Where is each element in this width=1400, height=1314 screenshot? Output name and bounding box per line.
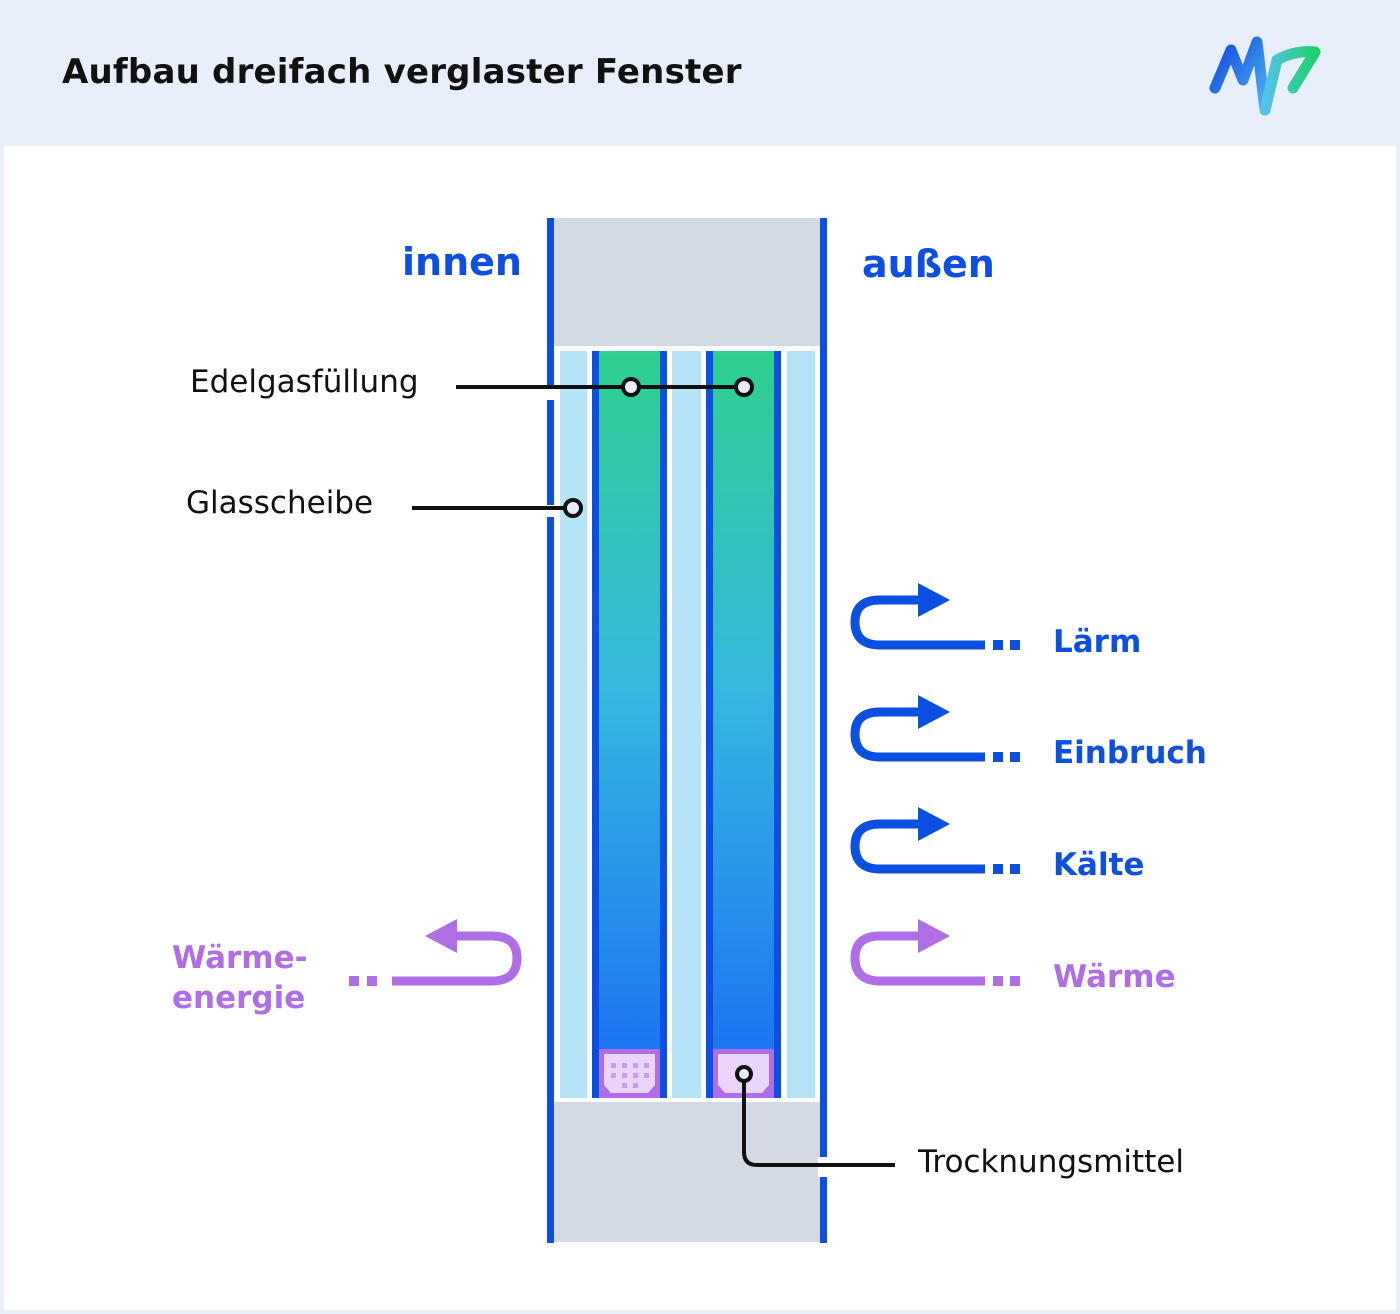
threat-einbruch: Einbruch [1053, 735, 1207, 771]
callout-glass: Glasscheibe [186, 485, 374, 521]
arrow-einbruch-icon [850, 695, 1020, 762]
frame-bottom [554, 1102, 820, 1242]
frame-line-outside [820, 218, 827, 1243]
mvv-logo-icon [1209, 36, 1321, 116]
header: Aufbau dreifach verglaster Fenster [0, 0, 1400, 146]
glass-pane-2 [672, 351, 701, 1098]
page-title: Aufbau dreifach verglaster Fenster [62, 52, 742, 92]
threat-kaelte: Kälte [1053, 847, 1145, 883]
inside-effect-line1: Wärme- [172, 940, 308, 976]
desiccant-1 [599, 1049, 660, 1098]
frame-top [554, 218, 820, 346]
glass-pane-3 [787, 351, 815, 1098]
arrow-waermeenergie-icon [349, 919, 522, 986]
label-inside: innen [402, 240, 522, 284]
frame-line-inside [547, 218, 554, 1243]
callout-gas-line [456, 377, 754, 397]
arrow-laerm-icon [850, 583, 1020, 650]
arrow-waerme-icon [850, 919, 1020, 986]
inside-effect-line2: energie [172, 980, 306, 1016]
threat-waerme: Wärme [1053, 959, 1176, 995]
callout-glass-line [412, 498, 583, 518]
arrow-kaelte-icon [850, 807, 1020, 874]
callout-desiccant: Trocknungsmittel [918, 1144, 1184, 1180]
callout-desiccant-line [735, 1065, 895, 1167]
callout-gas: Edelgasfüllung [190, 364, 419, 400]
threat-laerm: Lärm [1053, 624, 1142, 660]
glass-pane-1 [560, 351, 587, 1098]
label-outside: außen [862, 242, 995, 286]
